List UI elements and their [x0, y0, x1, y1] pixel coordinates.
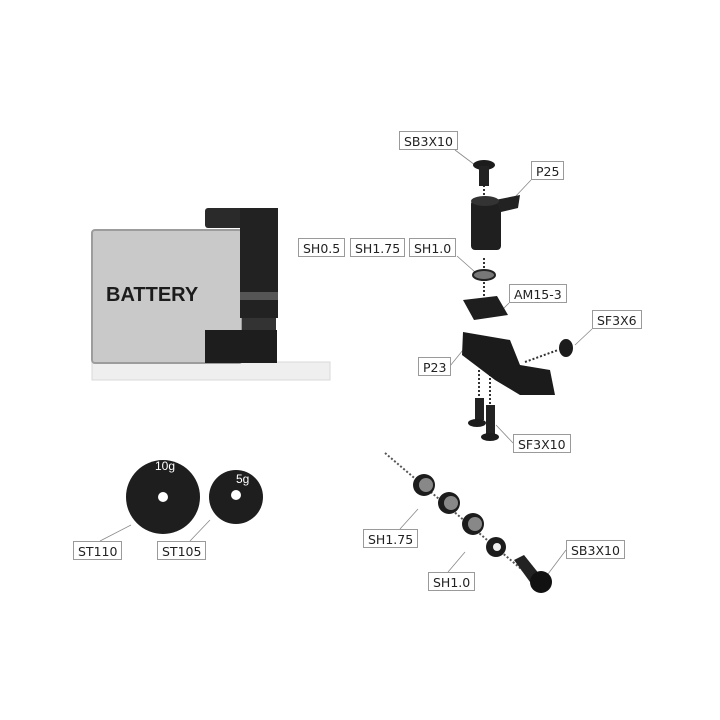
label-sb3x10-top: SB3X10: [399, 131, 458, 150]
label-sh1-0-bottom: SH1.0: [428, 572, 476, 591]
bottom-assembly: [384, 452, 552, 593]
battery-illustration: [91, 208, 331, 381]
label-sf3x10: SF3X10: [513, 434, 571, 453]
weight-st110: [126, 460, 200, 534]
label-st110: ST110: [73, 541, 123, 560]
top-assembly: [462, 160, 573, 441]
label-st105: ST105: [157, 541, 207, 560]
label-p23: P23: [418, 357, 452, 376]
label-am15-3: AM15-3: [509, 284, 567, 303]
battery-label: BATTERY: [106, 284, 199, 306]
weight-st105: [209, 470, 263, 524]
leader-lines: [99, 149, 593, 575]
label-sh1-75-bottom: SH1.75: [363, 529, 419, 548]
label-sh1-75-top: SH1.75: [350, 238, 406, 257]
weight-mass-5g: 5g: [236, 472, 250, 486]
label-sh0-5: SH0.5: [298, 238, 346, 257]
label-sh1-0-top: SH1.0: [409, 238, 457, 257]
label-p25: P25: [531, 161, 565, 180]
weight-mass-10g: 10g: [155, 459, 176, 473]
label-sb3x10-bottom: SB3X10: [566, 540, 625, 559]
label-sf3x6: SF3X6: [592, 310, 642, 329]
